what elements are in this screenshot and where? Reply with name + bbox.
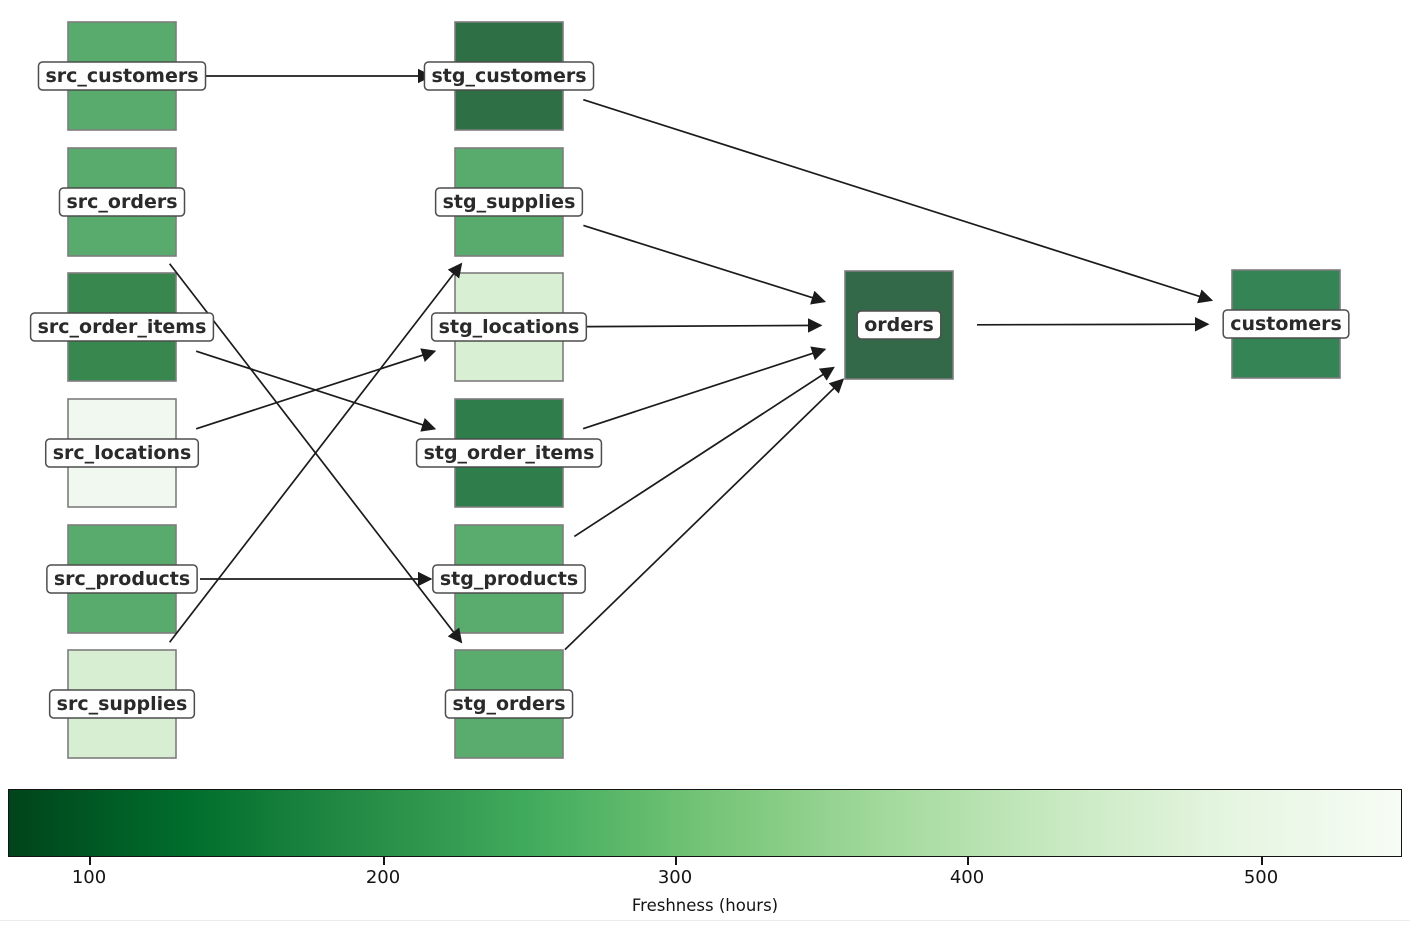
- node-label-box: [44, 438, 200, 468]
- node-label-text: src_orders: [66, 191, 177, 213]
- node-label-box: [430, 312, 588, 342]
- node-label-box: [434, 187, 584, 217]
- edge-stg_customers-to-customers: [583, 98, 1214, 304]
- node-label-text: stg_order_items: [424, 442, 595, 464]
- colorbar-tick: [675, 857, 677, 865]
- node-label-text: stg_customers: [431, 65, 586, 87]
- node-label-box: [856, 310, 942, 340]
- colorbar-tick: [89, 857, 91, 865]
- node-label-box: [46, 564, 198, 594]
- node-label-text: stg_locations: [439, 316, 580, 338]
- node-label-text: src_supplies: [57, 693, 188, 715]
- node-label-src_orders: src_orders: [58, 187, 186, 217]
- edge-src_locations-to-stg_locations: [195, 348, 437, 430]
- node-label-text: src_locations: [53, 442, 192, 464]
- node-label-box: [415, 438, 603, 468]
- node-label-box: [432, 564, 586, 594]
- edge-stg_locations-to-orders: [586, 318, 823, 333]
- node-label-box: [37, 61, 207, 91]
- node-label-box: [423, 61, 595, 91]
- edge-src_supplies-to-stg_supplies: [168, 262, 463, 643]
- node-label-text: src_products: [54, 568, 190, 590]
- node-label-text: customers: [1230, 313, 1342, 335]
- node-label-box: [48, 689, 196, 719]
- node-label-stg_products: stg_products: [432, 564, 586, 594]
- colorbar-tick-label: 500: [1243, 867, 1279, 888]
- colorbar-tick: [383, 857, 385, 865]
- node-label-text: stg_products: [440, 568, 578, 590]
- node-label-text: stg_orders: [452, 693, 565, 715]
- node-label-src_locations: src_locations: [44, 438, 200, 468]
- colorbar-gradient: [8, 789, 1402, 857]
- node-label-text: stg_supplies: [443, 191, 576, 213]
- node-label-src_customers: src_customers: [37, 61, 207, 91]
- node-label-text: orders: [864, 314, 934, 336]
- node-label-stg_order_items: stg_order_items: [415, 438, 603, 468]
- edge-stg_orders-to-orders: [564, 378, 845, 651]
- edge-stg_supplies-to-orders: [583, 224, 826, 305]
- dag-graph: src_customers src_orders src_order_itemssr…: [29, 21, 1350, 759]
- colorbar-tick: [1261, 857, 1263, 865]
- node-label-box: [444, 689, 574, 719]
- colorbar-axis-label: Freshness (hours): [631, 896, 779, 915]
- node-label-stg_customers: stg_customers: [423, 61, 595, 91]
- node-label-src_products: src_products: [46, 564, 198, 594]
- colorbar-tick-label: 100: [71, 867, 107, 888]
- edge-stg_order_items-to-orders: [582, 346, 827, 430]
- node-label-text: src_customers: [45, 65, 198, 87]
- node-label-box: [1222, 309, 1350, 339]
- colorbar-tick-label: 300: [657, 867, 693, 888]
- node-label-src_supplies: src_supplies: [48, 689, 196, 719]
- node-label-orders: orders: [856, 310, 942, 340]
- node-label-text: src_order_items: [38, 316, 207, 338]
- node-label-customers: customers: [1222, 309, 1350, 339]
- figure-bottom-border: [0, 920, 1410, 921]
- node-label-box: [58, 187, 186, 217]
- colorbar-tick-label: 400: [949, 867, 985, 888]
- colorbar-tick-label: 200: [365, 867, 401, 888]
- node-label-stg_locations: stg_locations: [430, 312, 588, 342]
- node-label-stg_orders: stg_orders: [444, 689, 574, 719]
- edge-orders-to-customers: [976, 317, 1210, 332]
- node-label-box: [29, 312, 215, 342]
- edge-stg_products-to-orders: [573, 366, 835, 538]
- node-label-stg_supplies: stg_supplies: [434, 187, 584, 217]
- node-label-src_order_items: src_order_items: [29, 312, 215, 342]
- colorbar-tick: [967, 857, 969, 865]
